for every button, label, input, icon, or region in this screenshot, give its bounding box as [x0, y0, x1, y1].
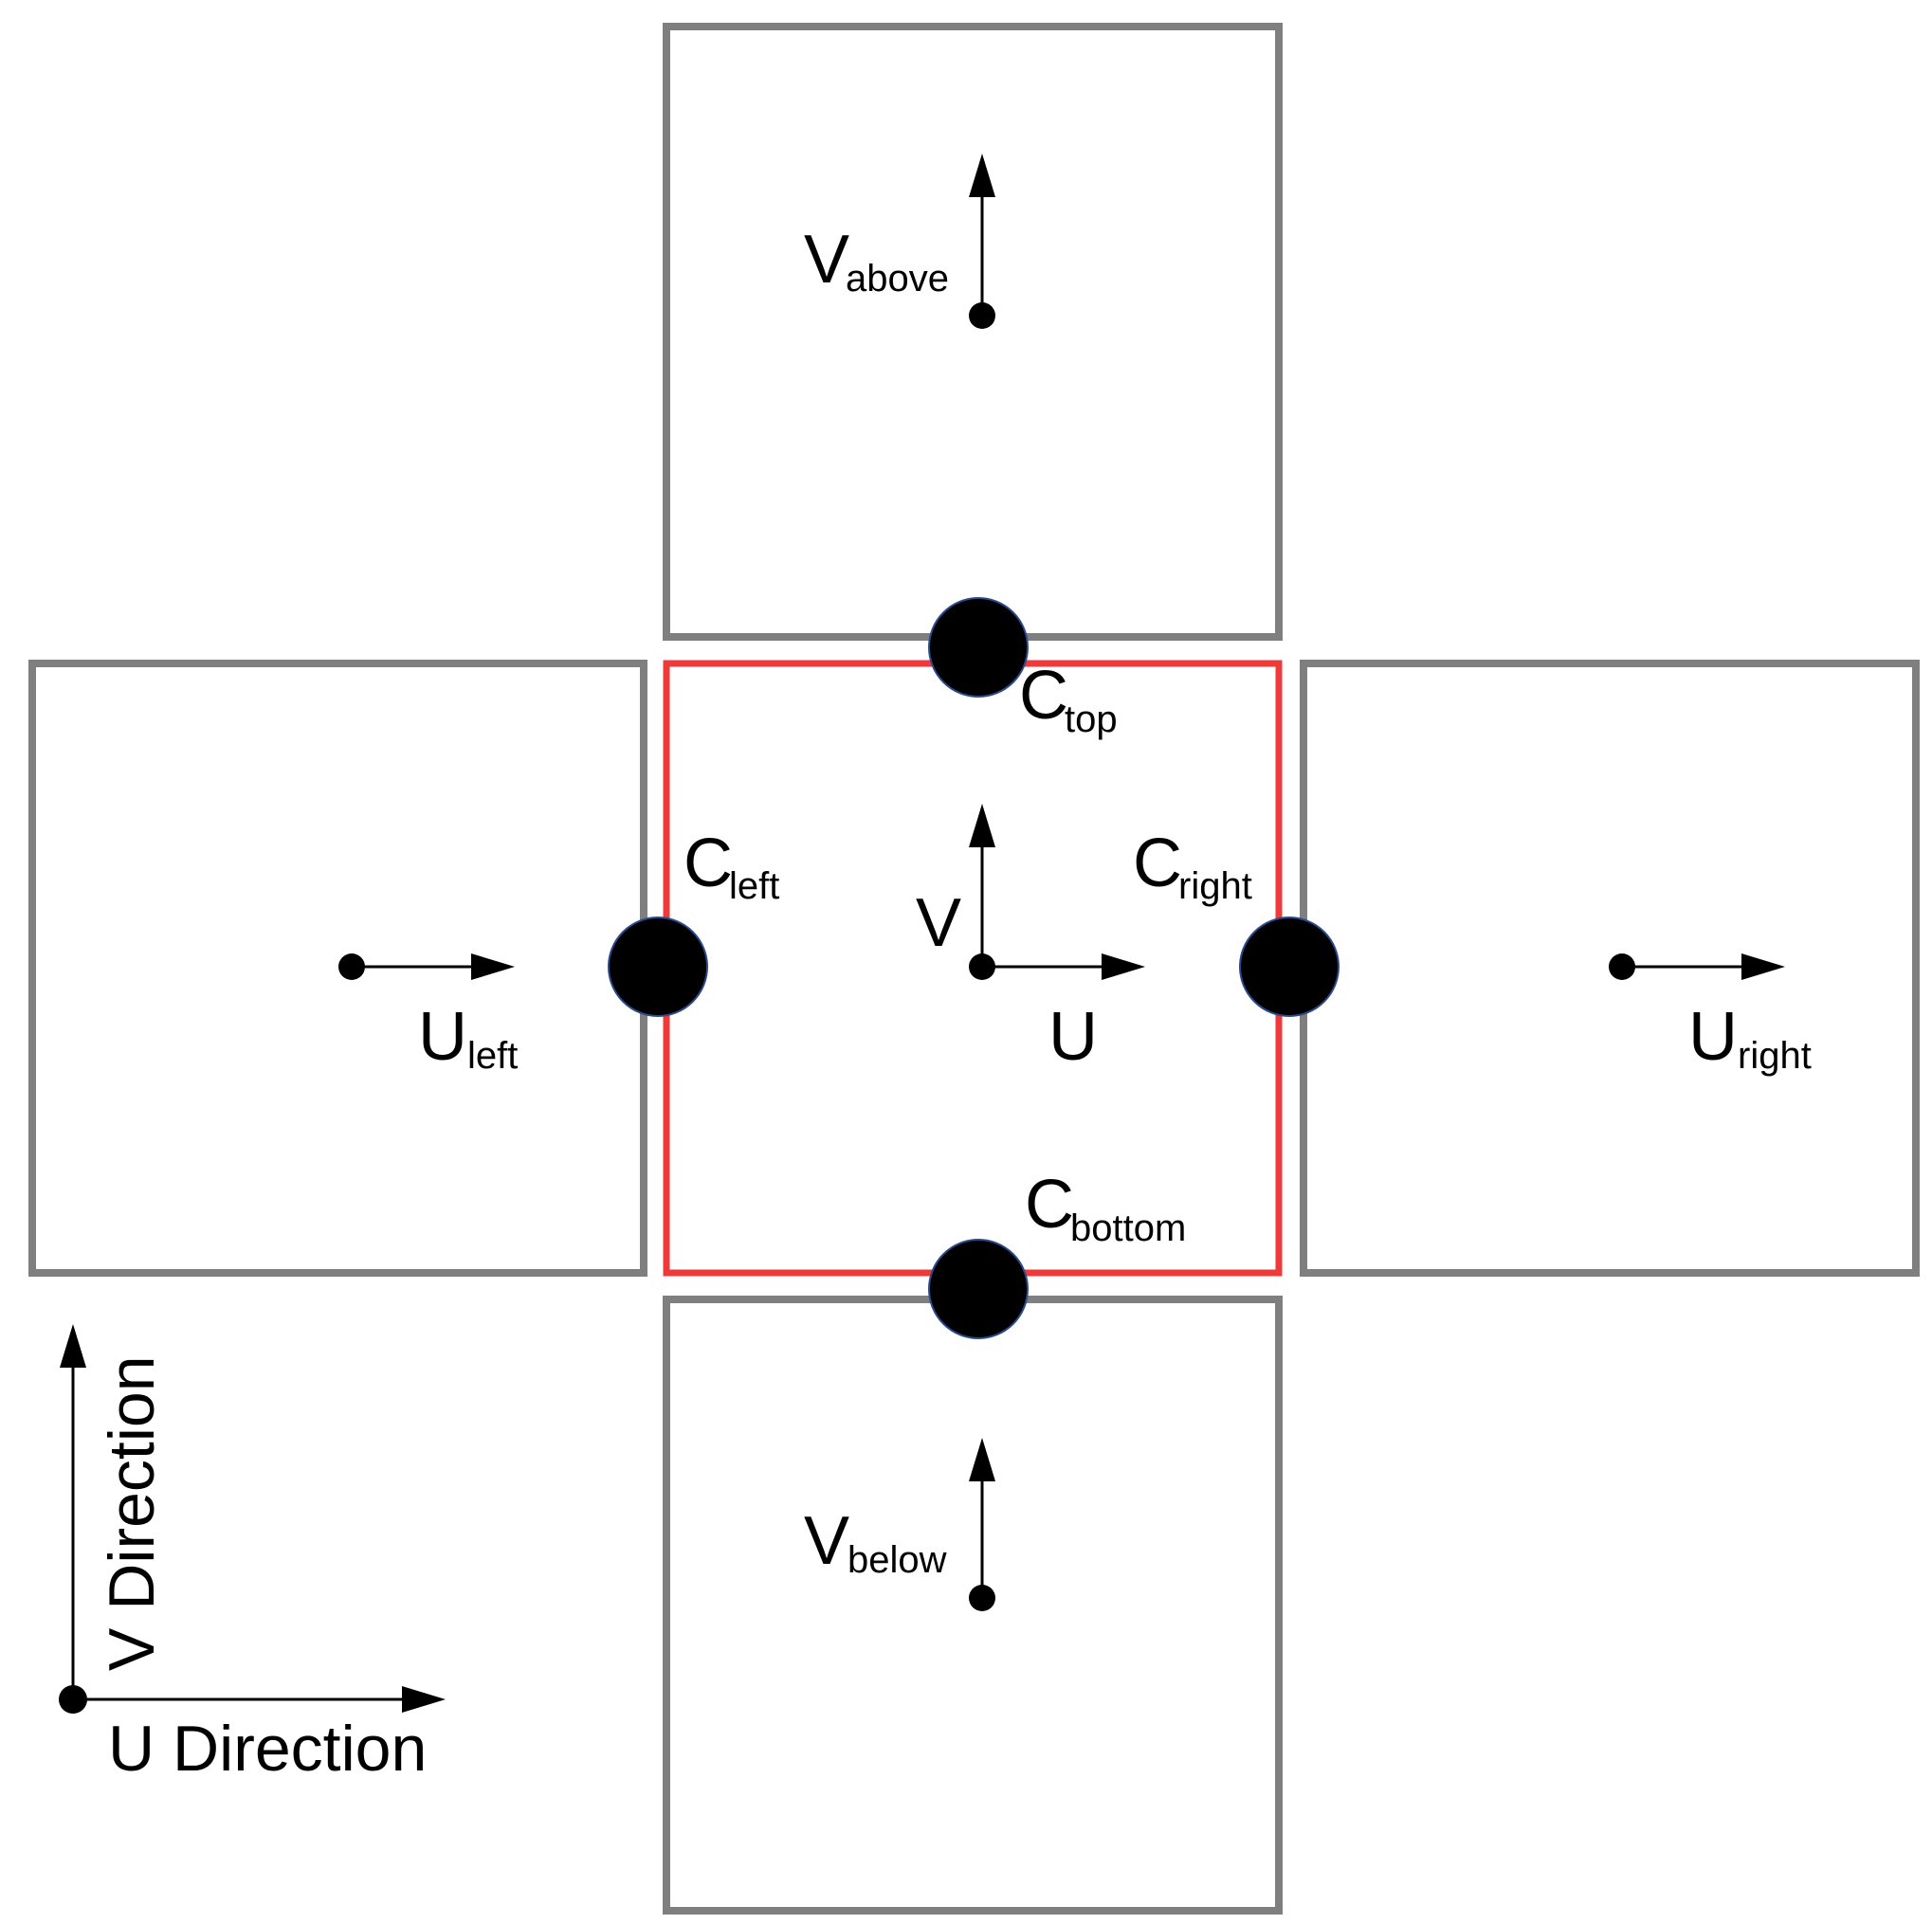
v-center-arrow — [969, 804, 995, 967]
c-right-node — [1239, 917, 1340, 1017]
v-below-arrow — [969, 1438, 995, 1611]
axis-legend — [59, 1324, 446, 1714]
v-above-label: Vabove — [804, 222, 949, 299]
c-right-label: Cright — [1133, 826, 1252, 907]
u-left-arrow — [338, 953, 515, 980]
c-bottom-label: Cbottom — [1025, 1167, 1186, 1249]
u-right-arrow — [1609, 953, 1785, 980]
v-center-label: V — [916, 885, 961, 961]
u-left-label: Uleft — [418, 999, 518, 1077]
v-above-arrow — [969, 154, 995, 329]
c-bottom-node — [928, 1239, 1029, 1339]
c-left-label: Cleft — [683, 826, 779, 907]
cell-above — [663, 23, 1283, 641]
u-direction-label: U Direction — [108, 1713, 427, 1785]
cell-left — [28, 660, 647, 1277]
c-left-node — [608, 917, 708, 1017]
u-center-label: U — [1048, 999, 1098, 1075]
c-top-node — [928, 597, 1029, 698]
c-top-label: Ctop — [1019, 658, 1118, 740]
v-below-label: Vbelow — [804, 1503, 947, 1581]
v-direction-label: V Direction — [96, 1355, 168, 1671]
u-right-label: Uright — [1688, 999, 1812, 1077]
u-center-arrow — [969, 953, 1145, 980]
